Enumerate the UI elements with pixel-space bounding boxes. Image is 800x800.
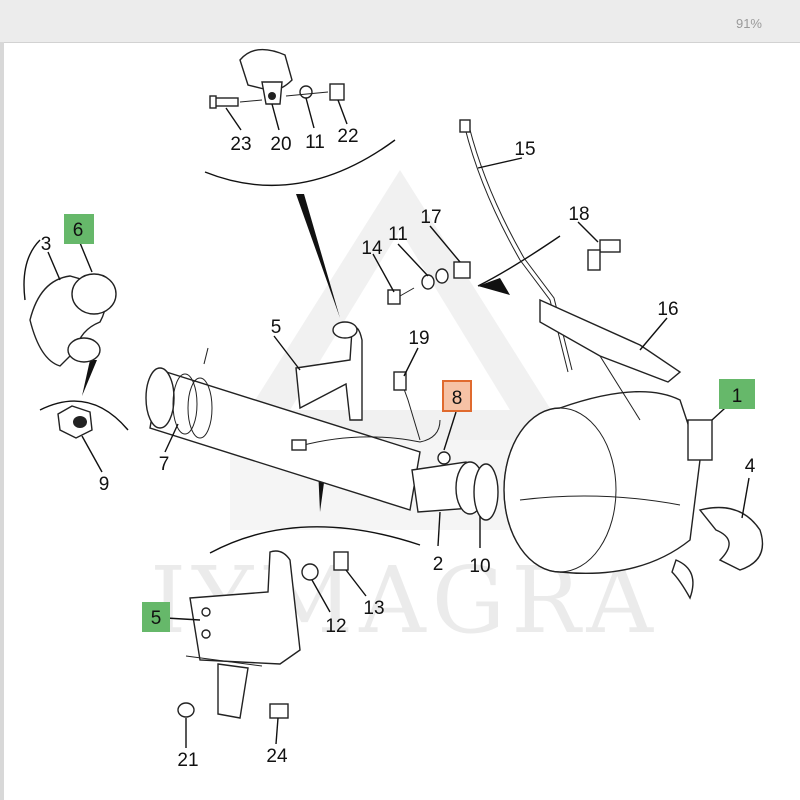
- callout-19[interactable]: 19: [408, 328, 429, 349]
- callout-1[interactable]: 1: [732, 386, 743, 407]
- callout-13[interactable]: 13: [363, 598, 384, 619]
- detail-arc-bottom: [209, 526, 421, 554]
- pointer-top: [296, 194, 340, 318]
- bolt-18: [587, 239, 621, 271]
- highlight-6: [64, 214, 94, 244]
- clamp-detail: [209, 48, 345, 109]
- hardware-14-11-17: [387, 261, 471, 305]
- callout-16[interactable]: 16: [657, 299, 678, 320]
- detail-arc-top: [204, 139, 396, 187]
- callout-11-mid[interactable]: 11: [388, 224, 408, 245]
- pointer-bracket: [478, 278, 510, 295]
- callout-24[interactable]: 24: [266, 746, 288, 767]
- callout-12[interactable]: 12: [325, 616, 346, 637]
- callout-3[interactable]: 3: [41, 234, 52, 255]
- callout-6[interactable]: 6: [73, 220, 84, 241]
- highlight-5: [142, 602, 170, 632]
- sensor-harness: [291, 371, 451, 465]
- callout-14[interactable]: 14: [361, 238, 383, 259]
- hanger-rod-15: [459, 119, 573, 373]
- callout-20[interactable]: 20: [270, 134, 291, 155]
- viewer-toolbar: 91%: [0, 0, 800, 43]
- callout-18[interactable]: 18: [568, 204, 589, 225]
- bracket-16: [539, 298, 682, 421]
- inlet-elbow-3: [29, 273, 117, 367]
- detail-arc-elbow: [23, 239, 41, 301]
- callout-23[interactable]: 23: [230, 134, 251, 155]
- coupling-2: [411, 461, 499, 521]
- callout-11-top[interactable]: 11: [305, 132, 325, 153]
- bracket-5-upper: [295, 321, 363, 421]
- dpf-canister-1: [503, 390, 713, 575]
- zoom-level[interactable]: 91%: [735, 16, 762, 31]
- callout-10[interactable]: 10: [469, 556, 490, 577]
- bracket-5-lower: [177, 550, 349, 719]
- callout-21[interactable]: 21: [177, 750, 198, 771]
- callout-22[interactable]: 22: [337, 126, 358, 147]
- detail-arc-nut: [39, 400, 129, 431]
- callout-5-upper[interactable]: 5: [271, 317, 282, 338]
- detail-arc-bracket: [477, 235, 561, 287]
- viewer-left-edge: [0, 42, 4, 800]
- nut-9: [57, 405, 93, 439]
- callout-9[interactable]: 9: [99, 474, 110, 495]
- callout-15[interactable]: 15: [514, 139, 535, 160]
- pipe-7: [145, 347, 421, 511]
- callout-8[interactable]: 8: [452, 388, 463, 409]
- callout-7[interactable]: 7: [159, 454, 170, 475]
- callout-17[interactable]: 17: [420, 207, 441, 228]
- highlight-8: [442, 380, 472, 412]
- callout-5-lower[interactable]: 5: [151, 608, 162, 629]
- pointer-elbow: [82, 360, 97, 396]
- callout-4[interactable]: 4: [745, 456, 756, 477]
- highlight-1: [719, 379, 755, 409]
- outlet-elbow-4: [671, 506, 764, 600]
- callout-2[interactable]: 2: [433, 554, 444, 575]
